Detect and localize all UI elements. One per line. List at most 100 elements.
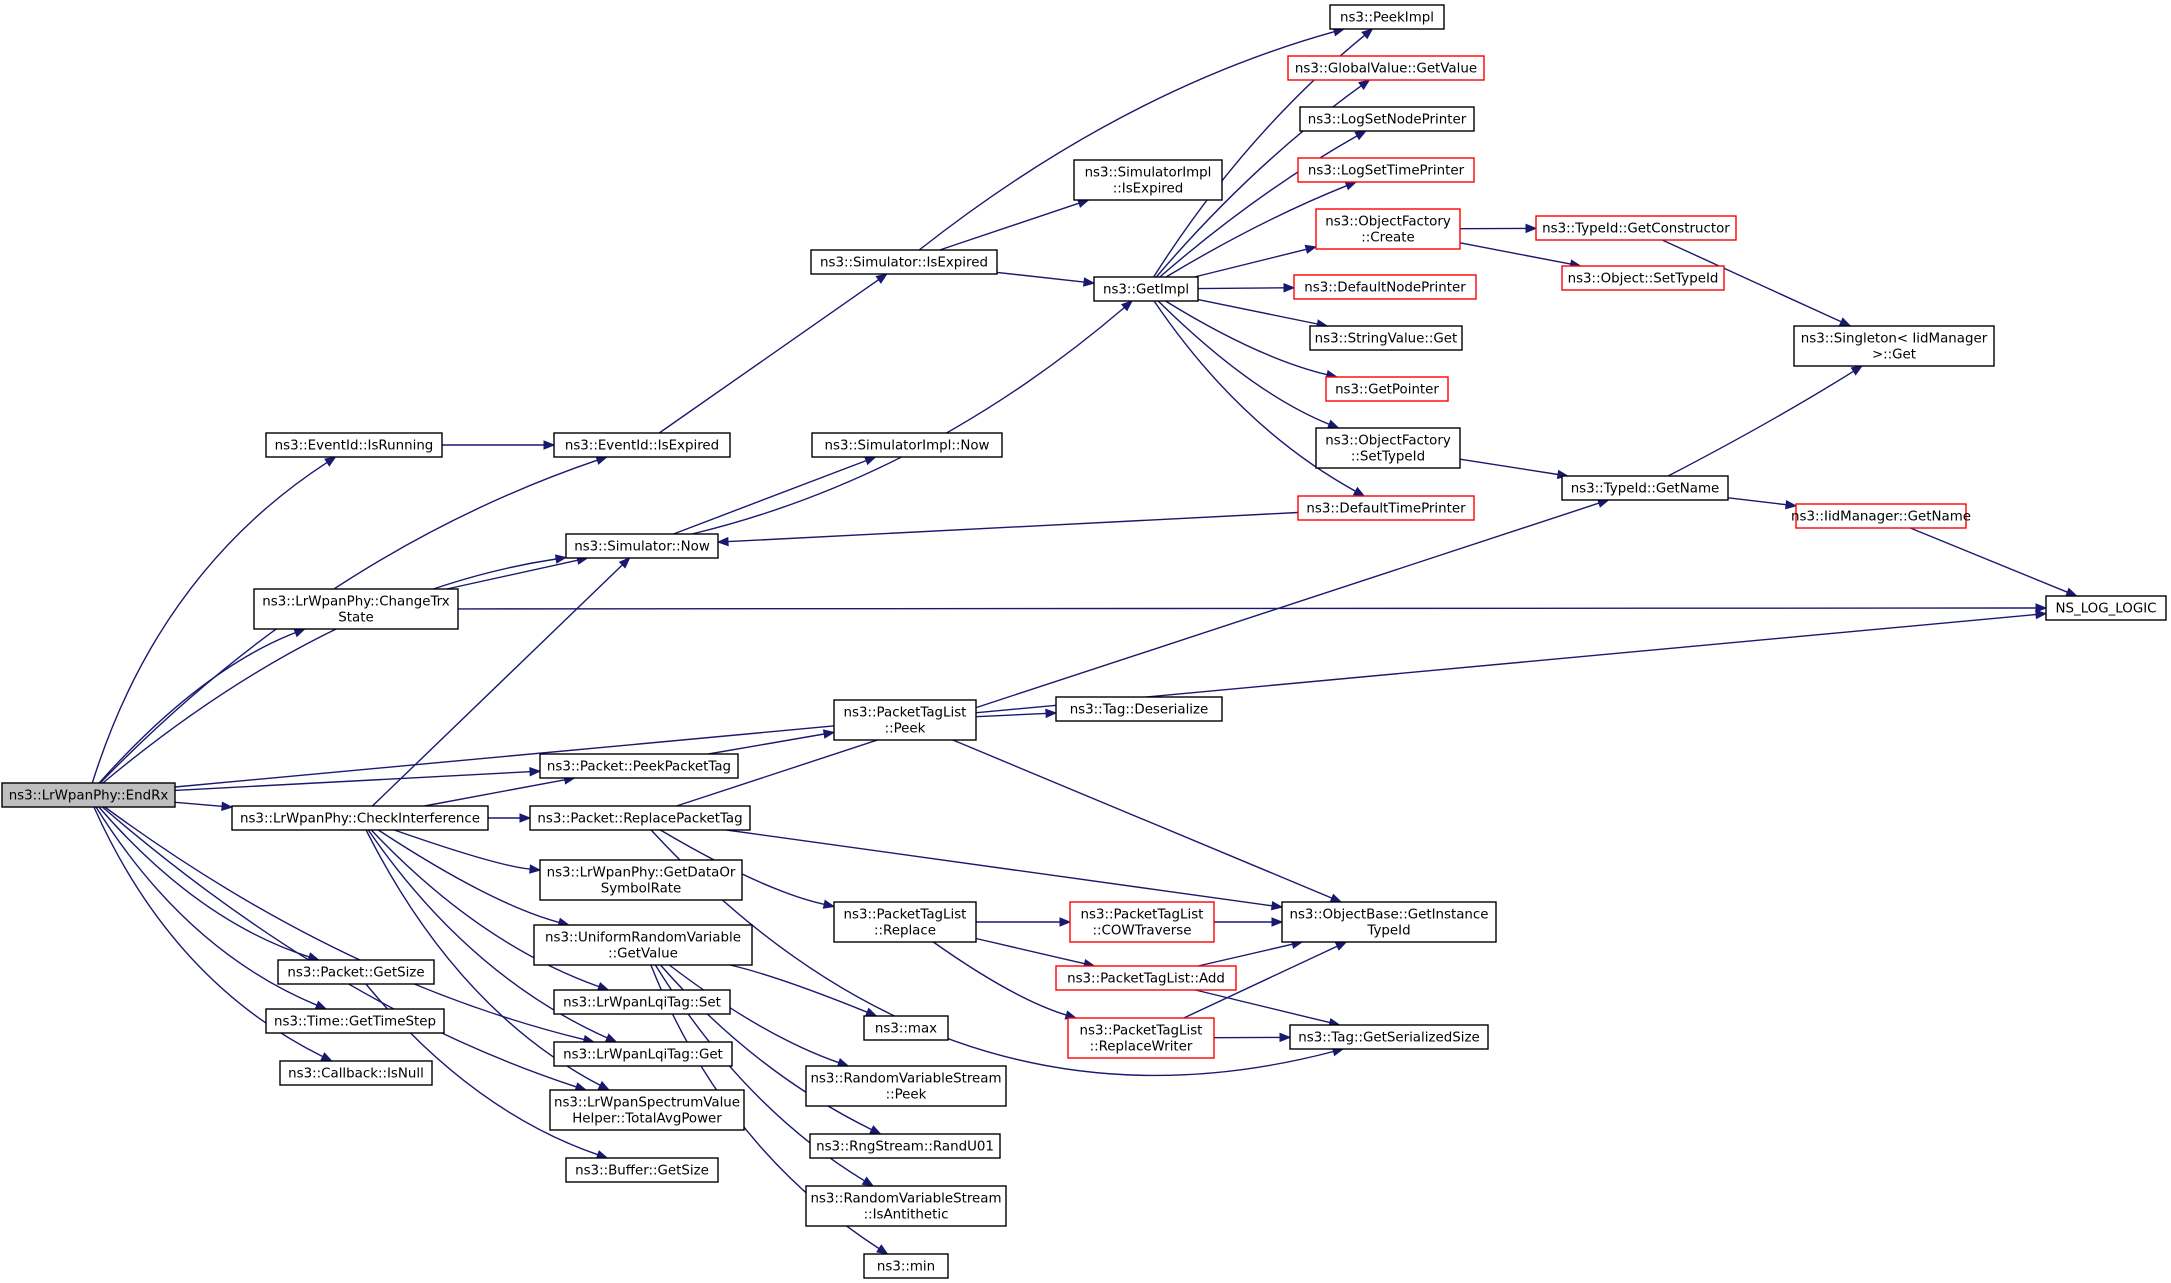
- node-peekpackettag[interactable]: ns3::Packet::PeekPacketTag: [539, 753, 739, 779]
- edge-line: [939, 202, 1080, 251]
- node-of_create[interactable]: ns3::ObjectFactory::Create: [1315, 208, 1461, 250]
- node-replacepackettag[interactable]: ns3::Packet::ReplacePacketTag: [529, 805, 751, 831]
- edge-ptl_peek-to-tag_deserialize: [975, 708, 1058, 719]
- node-deftimeprinter[interactable]: ns3::DefaultTimePrinter: [1297, 495, 1475, 521]
- node-getpointer[interactable]: ns3::GetPointer: [1325, 376, 1449, 402]
- node-label: ::IsAntithetic: [864, 1208, 949, 1223]
- edge-line: [1194, 248, 1307, 278]
- edge-line: [377, 829, 560, 924]
- edge-arrowhead: [529, 766, 542, 777]
- node-randu01[interactable]: ns3::RngStream::RandU01: [809, 1133, 1001, 1159]
- edge-arrowhead: [554, 554, 568, 564]
- node-eid_isexpired[interactable]: ns3::EventId::IsExpired: [553, 432, 731, 458]
- edge-ptl_replace-to-ptl_cow: [976, 917, 1072, 927]
- node-ns_log_logic[interactable]: NS_LOG_LOGIC: [2045, 595, 2167, 621]
- node-label: ns3::UniformRandomVariable: [545, 931, 741, 946]
- node-packet_getsize[interactable]: ns3::Packet::GetSize: [277, 959, 435, 985]
- node-box: [1073, 159, 1223, 201]
- edge-line: [668, 964, 840, 1064]
- node-box: [1315, 427, 1461, 469]
- node-rvs_peek[interactable]: ns3::RandomVariableStream::Peek: [805, 1065, 1007, 1107]
- node-typeid_getname[interactable]: ns3::TypeId::GetName: [1561, 475, 1729, 501]
- node-callback_isnull[interactable]: ns3::Callback::IsNull: [279, 1060, 433, 1086]
- node-ptl_add[interactable]: ns3::PacketTagList::Add: [1055, 965, 1237, 991]
- edge-line: [424, 779, 565, 807]
- node-max[interactable]: ns3::max: [863, 1015, 949, 1041]
- node-of_settypeid[interactable]: ns3::ObjectFactory::SetTypeId: [1315, 427, 1461, 469]
- edge-line: [394, 829, 531, 870]
- node-label: ::Peek: [886, 1088, 927, 1103]
- node-box: [1067, 1017, 1215, 1059]
- node-label: ns3::Simulator::IsExpired: [820, 256, 988, 271]
- node-label: ns3::Simulator::Now: [574, 540, 710, 555]
- edge-arrowhead: [1361, 28, 1374, 40]
- node-sim_isexpired[interactable]: ns3::Simulator::IsExpired: [810, 249, 998, 275]
- node-simimpl_isexpired[interactable]: ns3::SimulatorImpl::IsExpired: [1073, 159, 1223, 201]
- node-lqitag_get[interactable]: ns3::LrWpanLqiTag::Get: [553, 1041, 733, 1067]
- node-box: [863, 1253, 949, 1279]
- node-rvs_isantithetic[interactable]: ns3::RandomVariableStream::IsAntithetic: [805, 1185, 1007, 1227]
- node-label: ns3::RandomVariableStream: [810, 1072, 1001, 1087]
- node-singleton_get[interactable]: ns3::Singleton< IidManager >::Get: [1793, 325, 1995, 367]
- node-box: [565, 533, 719, 559]
- node-box: [533, 924, 753, 966]
- node-defnodeprinter[interactable]: ns3::DefaultNodePrinter: [1293, 274, 1477, 300]
- node-checkinterference[interactable]: ns3::LrWpanPhy::CheckInterference: [231, 805, 489, 831]
- node-logsettime[interactable]: ns3::LogSetTimePrinter: [1297, 157, 1475, 183]
- node-label: ns3::DefaultTimePrinter: [1306, 502, 1466, 517]
- node-buffer_getsize[interactable]: ns3::Buffer::GetSize: [565, 1157, 719, 1183]
- node-ptl_replacewriter[interactable]: ns3::PacketTagList::ReplaceWriter: [1067, 1017, 1215, 1059]
- node-totalavgpower[interactable]: ns3::LrWpanSpectrumValueHelper::TotalAvg…: [549, 1089, 745, 1131]
- node-sim_now[interactable]: ns3::Simulator::Now: [565, 533, 719, 559]
- node-object_settypeid[interactable]: ns3::Object::SetTypeId: [1561, 265, 1725, 291]
- edge-isrunning-to-eid_isexpired: [442, 440, 556, 450]
- edge-arrowhead: [2035, 609, 2048, 620]
- node-tag_getserialized[interactable]: ns3::Tag::GetSerializedSize: [1289, 1024, 1489, 1050]
- edge-line: [996, 271, 1085, 283]
- node-logsetnode[interactable]: ns3::LogSetNodePrinter: [1299, 106, 1475, 132]
- edge-ptl_replacewriter-to-tag_getserialized: [1213, 1032, 1292, 1043]
- node-label: ns3::PacketTagList: [1081, 908, 1204, 923]
- node-time_gettimestep[interactable]: ns3::Time::GetTimeStep: [265, 1008, 445, 1034]
- node-getimpl[interactable]: ns3::GetImpl: [1093, 276, 1199, 302]
- node-urv_getvalue[interactable]: ns3::UniformRandomVariable::GetValue: [533, 924, 753, 966]
- node-isrunning[interactable]: ns3::EventId::IsRunning: [265, 432, 443, 458]
- edge-arrowhead: [1525, 223, 1538, 234]
- node-iidmanager_getname[interactable]: ns3::IidManager::GetName: [1791, 503, 1971, 529]
- edge-typeid_getname-to-singleton_get: [1667, 365, 1864, 477]
- node-label: ns3::PacketTagList: [844, 706, 967, 721]
- node-min[interactable]: ns3::min: [863, 1253, 949, 1279]
- node-lqitag_set[interactable]: ns3::LrWpanLqiTag::Set: [553, 989, 731, 1015]
- node-label: ns3::min: [877, 1260, 935, 1275]
- node-box: [1297, 495, 1475, 521]
- node-gv_getvalue[interactable]: ns3::GlobalValue::GetValue: [1287, 55, 1485, 81]
- node-label: ns3::ObjectBase::GetInstance: [1289, 908, 1488, 923]
- node-label: ns3::Buffer::GetSize: [575, 1164, 709, 1179]
- node-ptl_cow[interactable]: ns3::PacketTagList::COWTraverse: [1069, 901, 1215, 943]
- edge-line: [650, 829, 1334, 1077]
- node-endrx[interactable]: ns3::LrWpanPhy::EndRx: [1, 782, 176, 808]
- node-label: ns3::TypeId::GetName: [1571, 482, 1720, 497]
- node-label: ::Replace: [874, 924, 936, 939]
- node-tag_deserialize[interactable]: ns3::Tag::Deserialize: [1055, 696, 1223, 722]
- edge-arrowhead: [875, 273, 888, 284]
- node-label: State: [338, 611, 373, 626]
- edge-line: [918, 31, 1335, 251]
- node-stringvalue_get[interactable]: ns3::StringValue::Get: [1309, 325, 1463, 351]
- node-box: [1287, 55, 1485, 81]
- node-simimpl_now[interactable]: ns3::SimulatorImpl::Now: [811, 432, 1003, 458]
- node-box: [1055, 696, 1223, 722]
- node-box: [1293, 274, 1477, 300]
- edge-arrowhead: [324, 456, 337, 467]
- edge-line: [1459, 242, 1571, 265]
- node-box: [1069, 901, 1215, 943]
- node-ptl_peek[interactable]: ns3::PacketTagList::Peek: [833, 699, 977, 741]
- node-peekimpl[interactable]: ns3::PeekImpl: [1329, 4, 1445, 30]
- edge-line: [1195, 989, 1331, 1024]
- node-ptl_replace[interactable]: ns3::PacketTagList::Replace: [833, 901, 977, 943]
- node-box: [1561, 475, 1729, 501]
- node-typeid_getctor[interactable]: ns3::TypeId::GetConstructor: [1535, 215, 1737, 241]
